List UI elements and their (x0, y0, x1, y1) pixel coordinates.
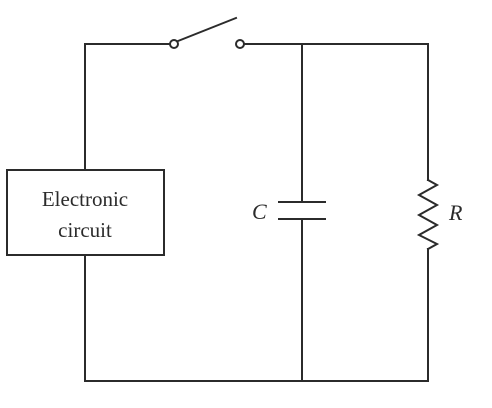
switch-terminal-left (169, 39, 179, 49)
capacitor-label: C (252, 199, 267, 224)
top-wire-right (243, 43, 429, 181)
resistor (416, 178, 440, 251)
bottom-wire (84, 254, 429, 382)
capacitor (278, 201, 326, 220)
top-wire-left (84, 43, 171, 171)
box-label-line1: Electronic (42, 187, 128, 211)
switch-blade (176, 16, 238, 43)
electronic-circuit-box: Electronic circuit (6, 169, 165, 256)
switch[interactable] (169, 16, 245, 49)
resistor-label: R (448, 200, 463, 225)
electronic-circuit-rect (6, 169, 165, 256)
box-label-line2: circuit (58, 218, 112, 242)
switch-terminal-right (235, 39, 245, 49)
